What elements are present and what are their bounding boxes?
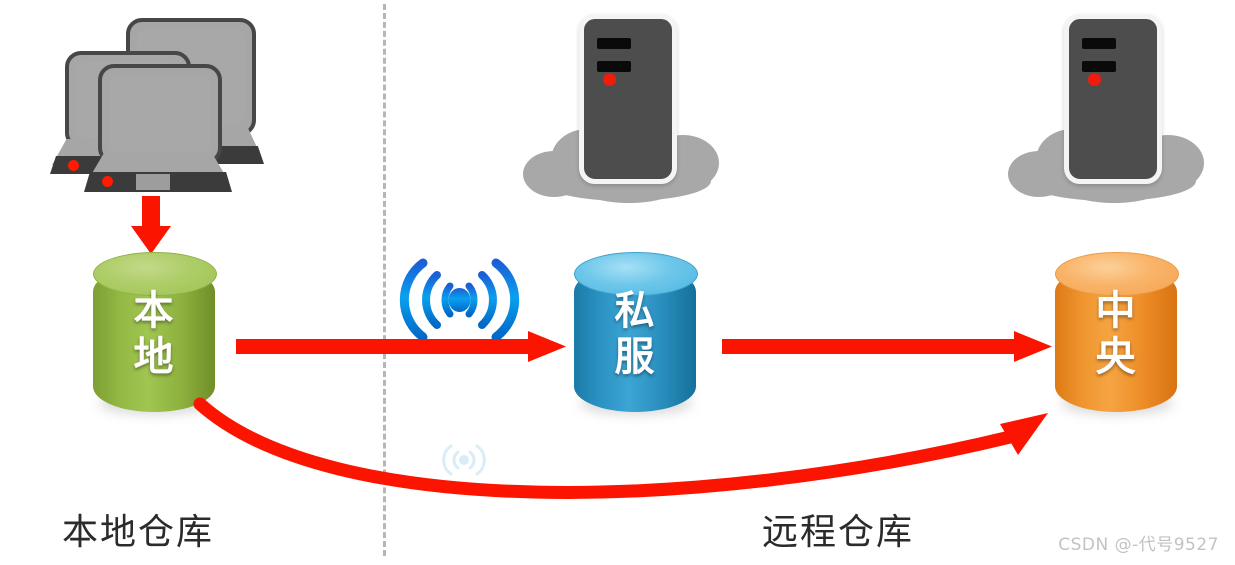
caption-local-repository: 本地仓库	[62, 512, 215, 553]
arrow-workstations-to-local	[131, 196, 171, 254]
central-repo-label: 中 央	[1095, 288, 1137, 380]
local-repo-cylinder: 本 地	[93, 252, 217, 417]
central-server-cloud-icon	[1000, 6, 1220, 216]
central-repo-cylinder: 中 央	[1055, 252, 1179, 417]
server-chassis	[579, 14, 677, 184]
wireless-signal-icon-faint	[442, 444, 486, 476]
private-server-repo-cylinder: 私 服	[574, 252, 698, 417]
server-slot-bottom	[597, 61, 631, 72]
laptop-stack-icon	[48, 14, 268, 199]
server-slot-bottom	[1082, 61, 1116, 72]
server-slot-top	[1082, 38, 1116, 49]
server-power-led	[1088, 73, 1101, 86]
local-repo-label: 本 地	[133, 288, 175, 380]
private-server-cloud-icon	[515, 6, 735, 216]
server-chassis	[1064, 14, 1162, 184]
arrow-private-to-central	[722, 331, 1052, 362]
laptop-led-middle	[68, 160, 79, 171]
server-power-led	[603, 73, 616, 86]
watermark: CSDN @-代号9527	[1058, 535, 1219, 555]
server-slot-top	[597, 38, 631, 49]
wireless-signal-icon	[399, 258, 520, 342]
local-remote-divider	[383, 4, 386, 556]
arrow-local-to-private	[236, 331, 566, 362]
laptop-led-front	[102, 176, 113, 187]
private-server-repo-label: 私 服	[614, 288, 656, 380]
caption-remote-repository: 远程仓库	[762, 512, 915, 553]
